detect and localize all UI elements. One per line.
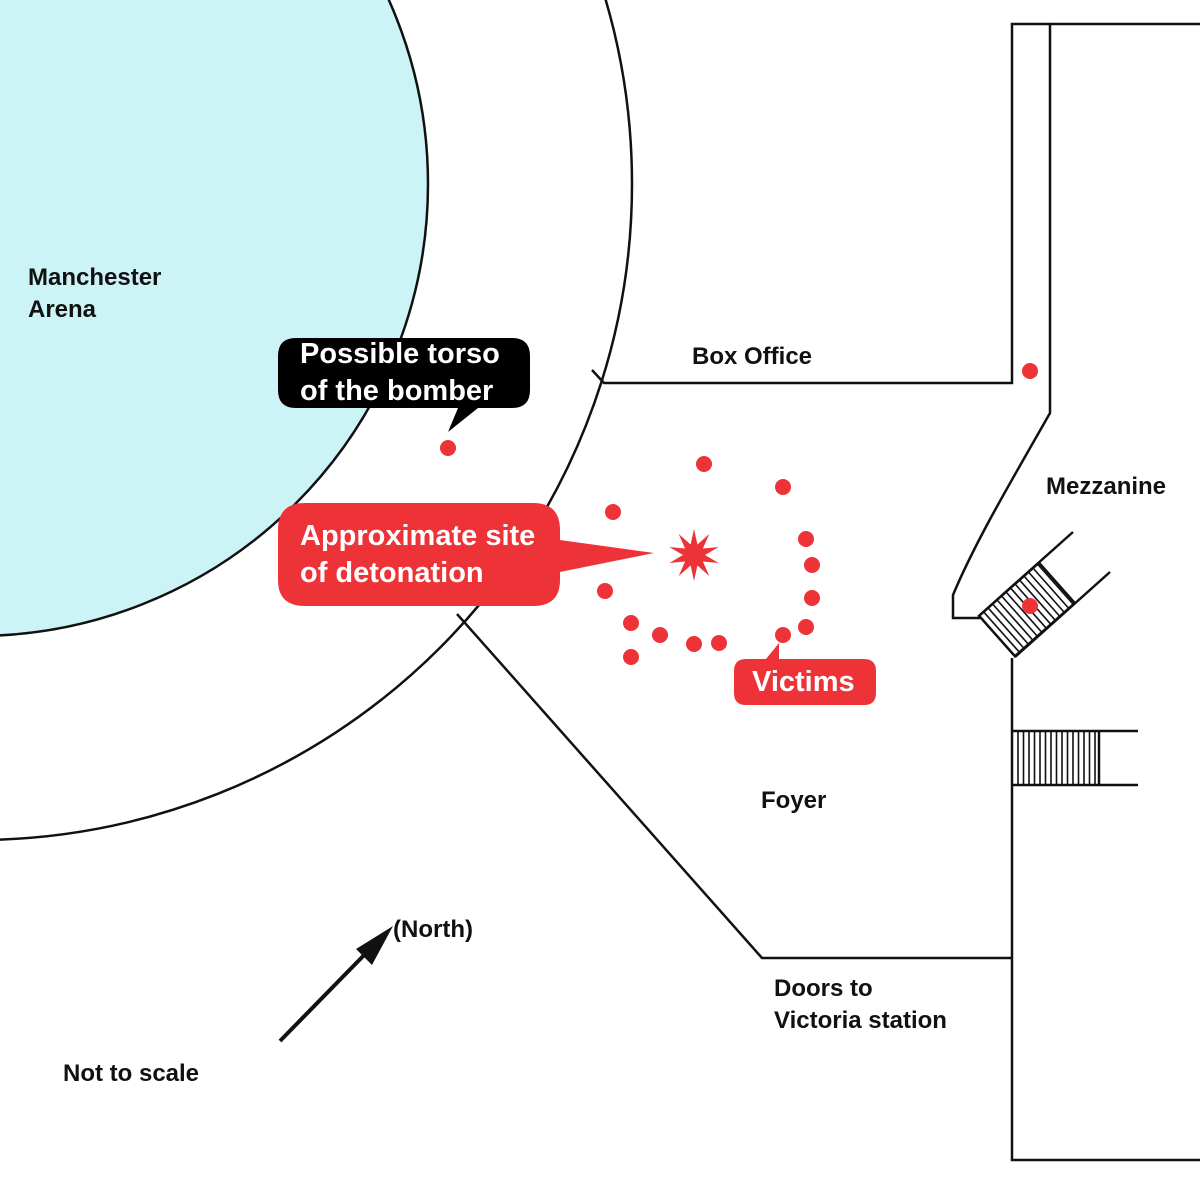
doors-label: Doors to Victoria station	[774, 975, 947, 1034]
victim-marker	[597, 583, 613, 599]
mezzanine-label: Mezzanine	[1046, 473, 1167, 500]
victim-markers	[440, 363, 1038, 665]
north-label: (North)	[393, 916, 473, 943]
victim-marker	[696, 456, 712, 472]
arena-disc	[0, 0, 430, 637]
victim-marker	[798, 619, 814, 635]
victim-marker	[711, 635, 727, 651]
right-building-wall	[1010, 658, 1200, 1162]
victim-marker	[1022, 363, 1038, 379]
north-arrow-icon	[278, 926, 393, 1043]
lower-staircase	[1012, 729, 1138, 787]
arena-label: Manchester Arena	[28, 264, 162, 323]
victim-marker	[652, 627, 668, 643]
concourse-ring	[0, 0, 634, 841]
victim-marker	[798, 531, 814, 547]
box-office-label: Box Office	[692, 343, 813, 370]
victims-callout-text: Victims	[752, 666, 855, 698]
torso-callout-text: Possible torso of the bomber	[300, 338, 500, 407]
mezzanine-staircase	[977, 531, 1111, 658]
victim-marker	[775, 479, 791, 495]
victim-marker	[804, 590, 820, 606]
victim-marker	[623, 615, 639, 631]
victim-marker	[623, 649, 639, 665]
victims-callout-bubble	[734, 643, 876, 705]
foyer-label: Foyer	[761, 787, 827, 814]
victim-marker	[686, 636, 702, 652]
detonation-callout-text: Approximate site of detonation	[300, 520, 536, 589]
torso-marker	[440, 440, 456, 456]
foyer-doors-wall	[456, 613, 1012, 960]
torso-callout-bubble	[278, 338, 530, 432]
victim-marker	[1022, 598, 1038, 614]
box-office-wall	[591, 22, 1052, 620]
explosion-star-icon	[669, 529, 719, 581]
detonation-callout-bubble	[278, 503, 654, 606]
victim-marker	[804, 557, 820, 573]
victim-marker	[605, 504, 621, 520]
scale-note: Not to scale	[63, 1060, 200, 1087]
victim-marker	[775, 627, 791, 643]
